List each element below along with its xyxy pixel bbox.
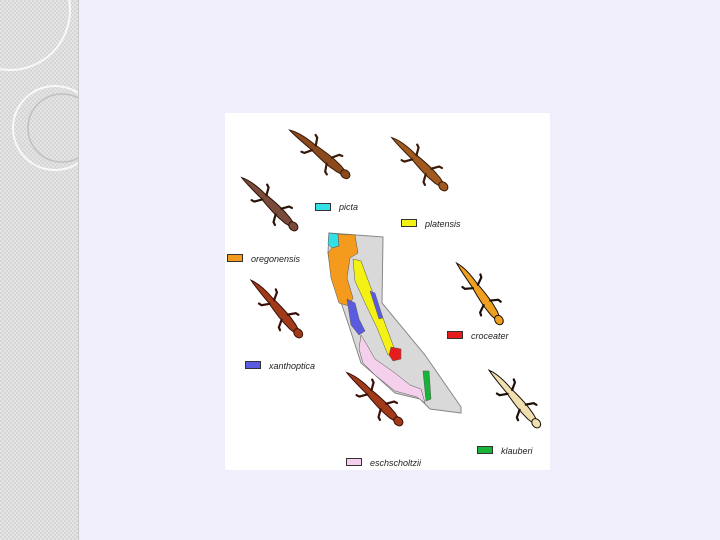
- salamander-icon: [447, 253, 513, 333]
- label-picta: picta: [339, 202, 359, 212]
- salamander-icon: [480, 360, 550, 436]
- swatch-oregonensis: [227, 254, 243, 262]
- range-klauberi: [422, 370, 432, 402]
- swatch-platensis: [401, 219, 417, 227]
- swatch-klauberi: [477, 446, 493, 454]
- salamander-icon: [242, 270, 312, 346]
- california-map: [327, 232, 462, 414]
- range-eschscholtzii: [358, 334, 426, 404]
- label-eschscholtzii: eschscholtzii: [370, 458, 422, 468]
- label-xanthoptica: xanthoptica: [269, 361, 316, 371]
- label-platensis: platensis: [425, 219, 461, 229]
- range-croceater: [388, 346, 402, 362]
- range-xanthoptica: [346, 298, 366, 336]
- swatch-xanthoptica: [245, 361, 261, 369]
- salamander-icon: [383, 126, 457, 200]
- swatch-croceater: [447, 331, 463, 339]
- salamander-icon: [282, 118, 358, 188]
- ring-species-figure: picta platensis oregonensis croceater xa…: [225, 113, 550, 470]
- swatch-picta: [315, 203, 331, 211]
- salamander-icon: [233, 166, 307, 240]
- label-croceater: croceater: [471, 331, 509, 341]
- label-klauberi: klauberi: [501, 446, 533, 456]
- range-picta: [327, 232, 340, 249]
- ensatina-diagram: [233, 118, 550, 436]
- swatch-eschscholtzii: [346, 458, 362, 466]
- decorative-side-strip: [0, 0, 79, 540]
- decorative-circles: [0, 0, 78, 171]
- label-oregonensis: oregonensis: [251, 254, 301, 264]
